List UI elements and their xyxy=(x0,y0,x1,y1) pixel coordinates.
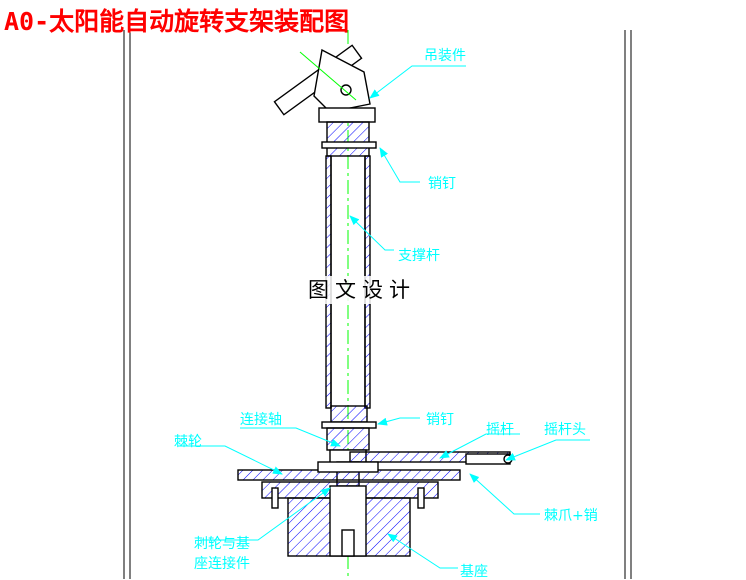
top-sleeve xyxy=(318,107,377,157)
label-support-rod: 支撑杆 xyxy=(398,248,440,264)
label-rocker: 摇杆 xyxy=(486,422,514,438)
label-pin-top: 销钉 xyxy=(428,176,456,192)
label-pawl-pin: 棘爪+销 xyxy=(544,508,598,524)
frame-lines xyxy=(123,30,632,579)
label-connect-shaft: 连接轴 xyxy=(240,412,282,428)
label-pin-bottom: 销钉 xyxy=(426,412,454,428)
watermark: 图文设计 xyxy=(306,276,418,304)
label-base: 基座 xyxy=(460,564,488,580)
bottom-sleeve xyxy=(321,405,377,451)
label-ratchet: 棘轮 xyxy=(174,434,202,450)
drawing-title: A0-太阳能自动旋转支架装配图 xyxy=(4,7,350,36)
ratchet-plate xyxy=(237,461,461,481)
label-hanger: 吊装件 xyxy=(424,48,466,64)
label-connector-line1: 刺轮与基 xyxy=(194,536,250,552)
hanger-part xyxy=(273,44,371,116)
base xyxy=(261,481,439,557)
leader-lines xyxy=(178,65,590,569)
label-rocker-head: 摇杆头 xyxy=(544,422,586,438)
label-connector-line2: 座连接件 xyxy=(194,556,250,572)
